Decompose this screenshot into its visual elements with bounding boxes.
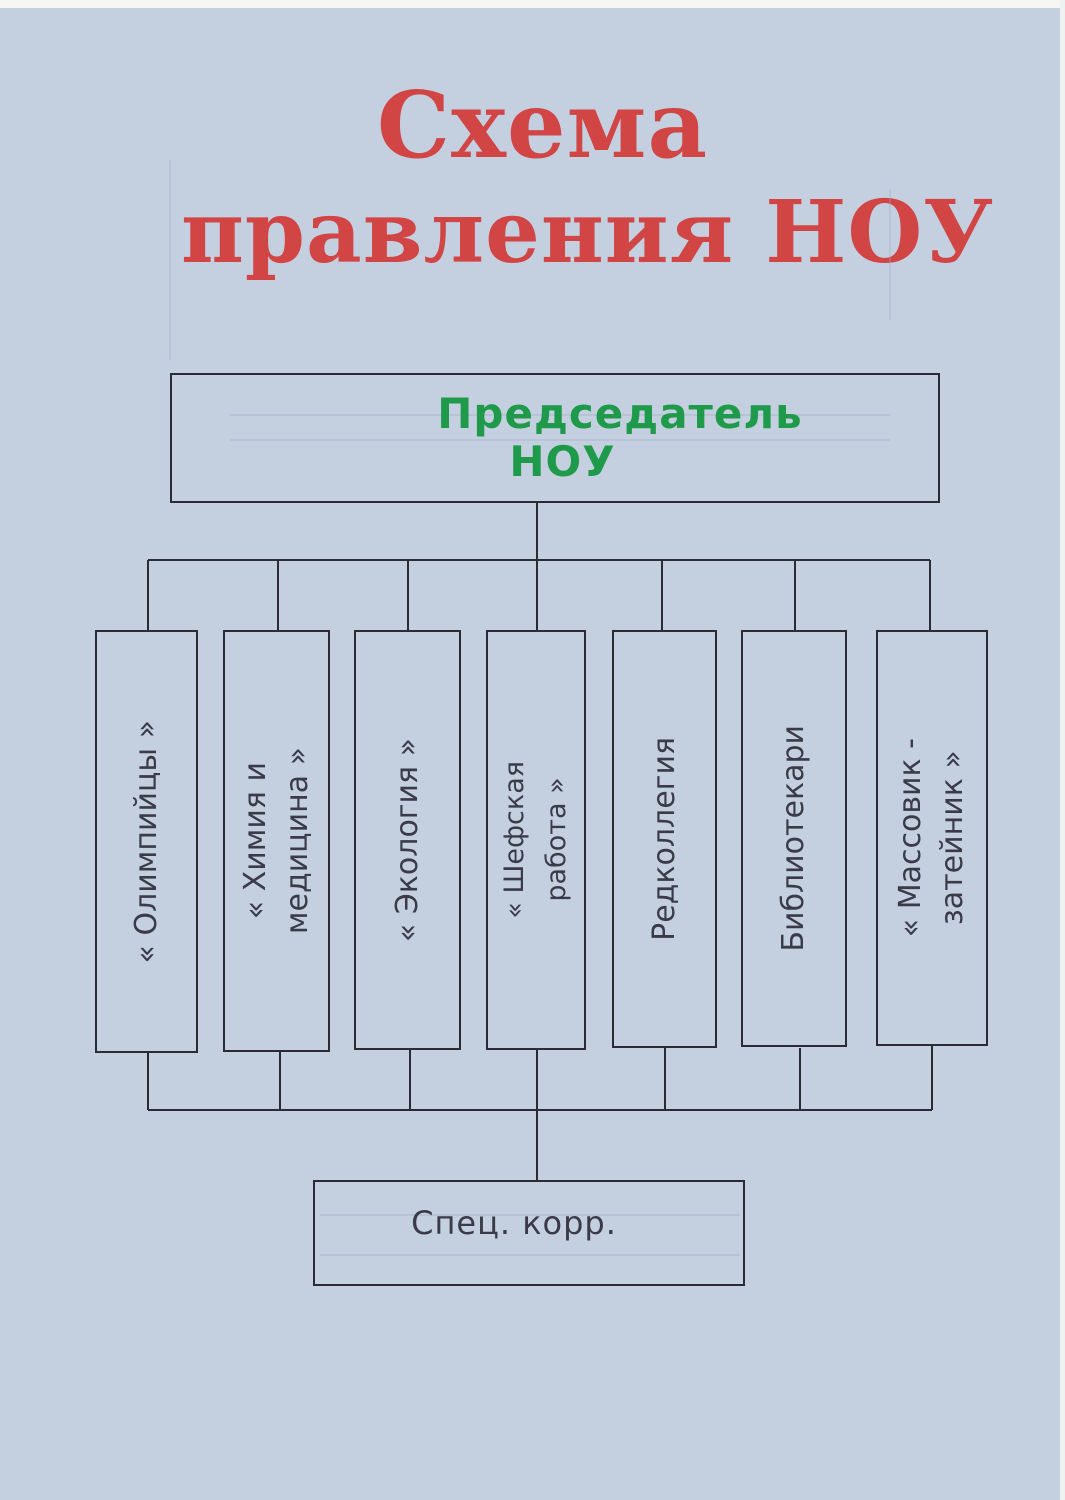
- page-title-line-2: правления НОУ: [180, 182, 995, 283]
- section-box-entertainer: « Массовик - затейник »: [876, 630, 988, 1046]
- paper-top-edge: [0, 0, 1065, 8]
- special-correspondent-box: Спец. корр.: [313, 1180, 745, 1286]
- section-box-patronage: « Шефская работа »: [486, 630, 586, 1050]
- section-label-patronage: « Шефская работа »: [499, 761, 572, 919]
- page-title-line-1: Схема: [376, 71, 709, 179]
- section-label-librarians: Библиотекари: [776, 725, 811, 952]
- chairman-subtitle: НОУ: [509, 437, 616, 486]
- section-label-editorial: Редколлегия: [646, 737, 682, 941]
- section-box-chemistry-medicine: « Химия и медицина »: [223, 630, 330, 1052]
- section-box-olympians: « Олимпийцы »: [95, 630, 198, 1053]
- section-box-ecology: « Экология »: [354, 630, 461, 1050]
- section-box-librarians: Библиотекари: [741, 630, 847, 1047]
- special-correspondent-label: Спец. корр.: [411, 1204, 617, 1242]
- chairman-title: Председатель: [437, 389, 803, 438]
- section-label-chemistry-medicine: « Химия и медицина »: [237, 747, 315, 935]
- section-label-ecology: « Экология »: [389, 737, 425, 943]
- section-box-editorial: Редколлегия: [612, 630, 717, 1048]
- paper-sheet: [0, 8, 1060, 1500]
- section-label-olympians: « Олимпийцы »: [128, 719, 164, 964]
- section-label-entertainer: « Массовик - затейник »: [893, 738, 970, 938]
- chairman-box: Председатель НОУ: [170, 373, 940, 503]
- paper-right-edge: [1060, 0, 1065, 1500]
